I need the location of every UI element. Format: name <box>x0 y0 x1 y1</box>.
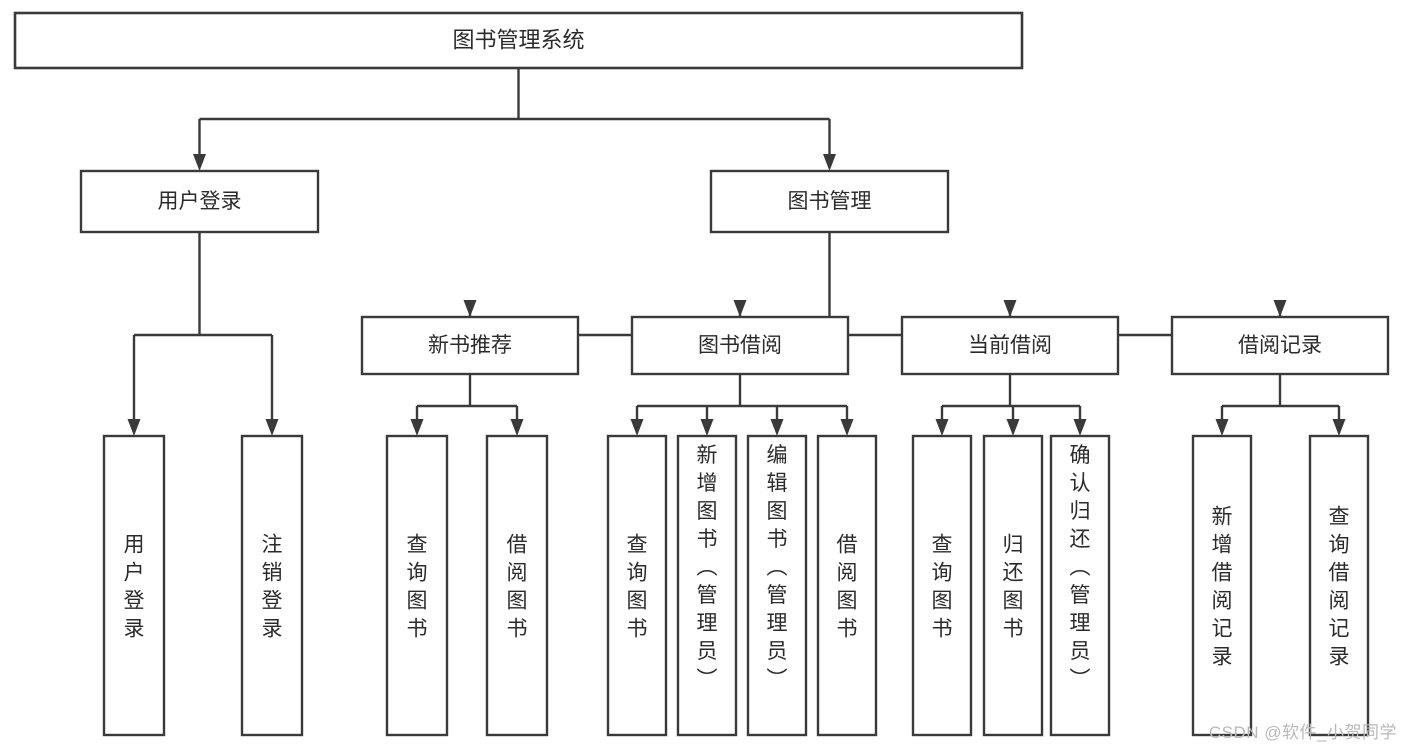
arrow-head-icon <box>1273 300 1287 317</box>
node-leaf-query-book-3[interactable]: 查询图书 <box>911 434 973 737</box>
arrow-head-icon <box>630 419 644 436</box>
node-label-vertical: 借阅图书 <box>837 533 858 640</box>
node-box <box>816 434 878 737</box>
arrow-head-icon <box>265 419 279 436</box>
node-label: 图书管理系统 <box>452 27 584 52</box>
node-box <box>982 434 1044 737</box>
node-box <box>1308 434 1370 737</box>
arrow-head-icon <box>733 300 747 317</box>
node-label: 借阅记录 <box>1238 334 1322 357</box>
node-label-vertical: 借阅图书 <box>507 533 528 640</box>
node-label-vertical: 查询借阅记录 <box>1329 505 1350 668</box>
arrow-head-icon <box>935 419 949 436</box>
node-box <box>102 434 166 737</box>
node-book-manage[interactable]: 图书管理 <box>709 169 950 234</box>
arrow-head-icon <box>193 154 206 171</box>
node-leaf-user-login[interactable]: 用户登录 <box>102 434 166 737</box>
node-user-login[interactable]: 用户登录 <box>79 169 320 234</box>
connector-group-user-login <box>127 232 279 436</box>
arrow-head-icon <box>127 419 141 436</box>
node-box <box>360 315 580 376</box>
connector-group-current-borrow <box>935 374 1087 436</box>
arrow-head-icon <box>840 419 854 436</box>
node-box <box>709 169 950 234</box>
node-label-vertical: 用户登录 <box>124 533 145 640</box>
node-label-vertical: 确认归还︵管理员︶ <box>1070 444 1091 691</box>
node-current-borrow[interactable]: 当前借阅 <box>900 315 1120 376</box>
node-label-vertical: 编辑图书︵管理员︶ <box>767 444 788 691</box>
nodes-layer: 图书管理系统用户登录图书管理新书推荐图书借阅当前借阅借阅记录用户登录注销登录查询… <box>13 11 1390 737</box>
node-leaf-query-record[interactable]: 查询借阅记录 <box>1308 434 1370 737</box>
node-box <box>385 434 449 737</box>
node-leaf-confirm-return[interactable]: 确认归还︵管理员︶ <box>1049 434 1111 737</box>
node-box <box>1170 315 1390 376</box>
connector-group-borrow-record <box>1215 374 1346 436</box>
node-box <box>911 434 973 737</box>
node-label: 用户登录 <box>158 190 242 213</box>
node-leaf-query-book-2[interactable]: 查询图书 <box>606 434 668 737</box>
node-borrow-record[interactable]: 借阅记录 <box>1170 315 1390 376</box>
connector-group-book-manage <box>463 232 1287 337</box>
arrow-head-icon <box>1006 419 1020 436</box>
node-box <box>1191 434 1253 737</box>
node-label-vertical: 注销登录 <box>262 533 283 640</box>
node-leaf-add-book[interactable]: 新增图书︵管理员︶ <box>676 434 738 737</box>
node-leaf-return-book[interactable]: 归还图书 <box>982 434 1044 737</box>
node-leaf-edit-book[interactable]: 编辑图书︵管理员︶ <box>746 434 808 737</box>
node-label-vertical: 新增借阅记录 <box>1212 505 1233 668</box>
node-box <box>746 434 808 737</box>
arrow-head-icon <box>463 300 477 317</box>
node-label-vertical: 归还图书 <box>1003 533 1024 640</box>
connectors-layer <box>127 68 1346 436</box>
arrow-head-icon <box>1073 419 1087 436</box>
node-leaf-borrow-book-2[interactable]: 借阅图书 <box>816 434 878 737</box>
node-label-vertical: 查询图书 <box>932 533 953 640</box>
arrow-head-icon <box>770 419 784 436</box>
connector-group-new-book-rec <box>410 374 524 436</box>
node-new-book-rec[interactable]: 新书推荐 <box>360 315 580 376</box>
node-label: 图书管理 <box>788 190 872 213</box>
node-leaf-borrow-book-1[interactable]: 借阅图书 <box>485 434 549 737</box>
node-box <box>630 315 850 376</box>
arrow-head-icon <box>410 419 424 436</box>
arrow-head-icon <box>1215 419 1229 436</box>
node-box <box>676 434 738 737</box>
node-label: 图书借阅 <box>698 334 782 357</box>
arrow-head-icon <box>1332 419 1346 436</box>
node-label-vertical: 查询图书 <box>627 533 648 640</box>
node-book-borrow[interactable]: 图书借阅 <box>630 315 850 376</box>
node-leaf-logout[interactable]: 注销登录 <box>240 434 304 737</box>
node-box <box>485 434 549 737</box>
node-box <box>606 434 668 737</box>
connector-group-root <box>193 68 836 171</box>
node-leaf-query-book-1[interactable]: 查询图书 <box>385 434 449 737</box>
node-box <box>240 434 304 737</box>
node-label-vertical: 新增图书︵管理员︶ <box>697 444 718 691</box>
node-label-vertical: 查询图书 <box>407 533 428 640</box>
node-box <box>79 169 320 234</box>
node-label: 当前借阅 <box>968 334 1052 357</box>
node-box <box>1049 434 1111 737</box>
arrow-head-icon <box>510 419 524 436</box>
node-box <box>900 315 1120 376</box>
node-box <box>13 11 1024 70</box>
arrow-head-icon <box>1003 300 1017 317</box>
node-leaf-add-record[interactable]: 新增借阅记录 <box>1191 434 1253 737</box>
arrow-head-icon <box>700 419 714 436</box>
arrow-head-icon <box>823 154 836 171</box>
node-root[interactable]: 图书管理系统 <box>13 11 1024 70</box>
connector-group-book-borrow <box>630 374 854 436</box>
node-label: 新书推荐 <box>428 334 512 357</box>
